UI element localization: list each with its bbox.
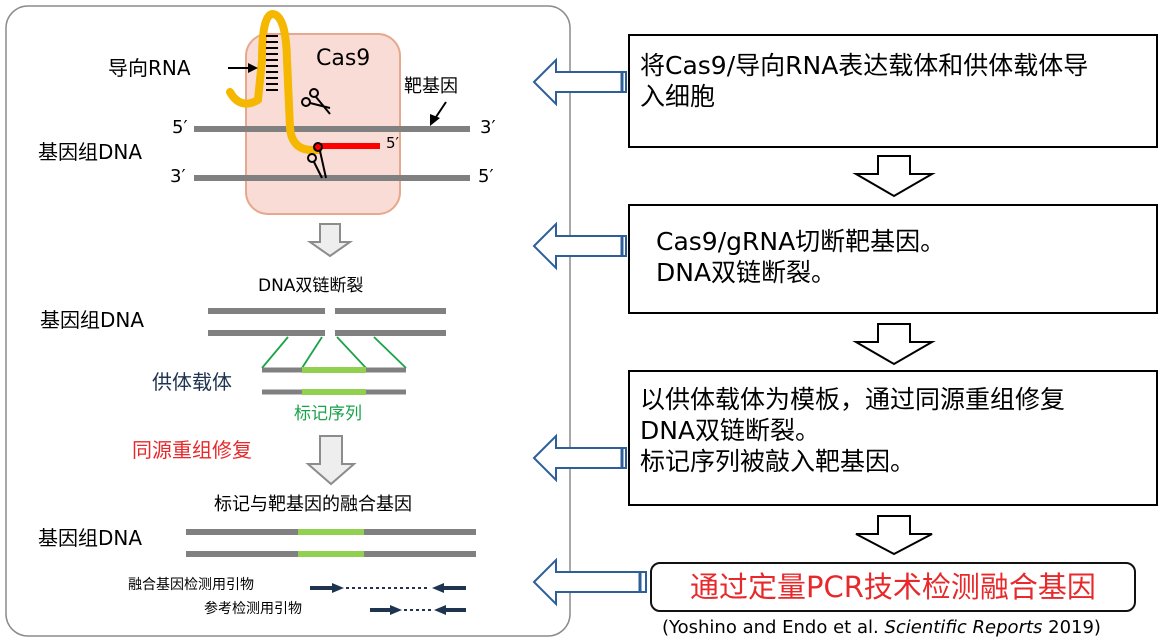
step-2-line-2: DNA双链断裂。 — [656, 258, 837, 287]
reference-primer-pair — [370, 605, 466, 615]
step-down-arrow-3 — [855, 515, 933, 556]
final-step-box: 通过定量PCR技术检测融合基因 — [650, 562, 1136, 612]
citation-year: 2019) — [1042, 617, 1101, 638]
step-connector-arrow-3 — [532, 433, 627, 483]
fusion-primer-pair — [310, 583, 466, 593]
donor-vector-label: 供体载体 — [152, 370, 232, 394]
hdr-label: 同源重组修复 — [132, 438, 252, 462]
strand-end-label-5prime-cut: 5′ — [386, 134, 399, 152]
target-gene-pointer-arrow — [430, 101, 447, 126]
step-3-line-3: 标记序列被敲入靶基因。 — [640, 447, 916, 476]
target-gene-label: 靶基因 — [404, 76, 458, 97]
broken-dna-strands — [208, 308, 446, 336]
step-1-line-2: 入细胞 — [640, 82, 716, 111]
marker-sequence-label: 标记序列 — [294, 404, 362, 424]
guide-rna-pointer-arrow — [228, 63, 258, 73]
citation-authors: (Yoshino and Endo et al. — [662, 617, 885, 638]
guide-rna-base-pairs — [266, 35, 278, 91]
left-panel-frame — [5, 5, 571, 637]
homology-links — [261, 336, 407, 369]
genomic-dna-label-2: 基因组DNA — [40, 308, 145, 332]
step-box-3: 以供体载体为模板，通过同源重组修复 DNA双链断裂。 标记序列被敲入靶基因。 — [628, 370, 1158, 506]
step-3-line-1: 以供体载体为模板，通过同源重组修复 — [640, 385, 1066, 414]
guide-rna-strand — [226, 10, 322, 154]
scissors-icon-top — [301, 88, 331, 115]
down-arrow-gray-1 — [306, 223, 354, 258]
dsb-label: DNA双链断裂 — [258, 276, 364, 296]
scissors-icon-bottom — [307, 142, 327, 179]
strand-end-label-3prime-top-right: 3′ — [480, 117, 496, 138]
strand-end-label-3prime-bottom-left: 3′ — [170, 166, 186, 187]
step-connector-arrow-2 — [532, 221, 627, 271]
genomic-dna-label-1: 基因组DNA — [38, 140, 143, 164]
cas9-label: Cas9 — [316, 46, 371, 71]
fusion-gene-dna — [186, 529, 476, 557]
step-connector-arrow-1 — [532, 57, 627, 107]
step-down-arrow-1 — [852, 155, 936, 198]
fusion-gene-label: 标记与靶基因的融合基因 — [214, 494, 412, 515]
step-box-2: Cas9/gRNA切断靶基因。 DNA双链断裂。 — [628, 204, 1158, 314]
citation: (Yoshino and Endo et al. Scientific Repo… — [662, 617, 1101, 638]
strand-end-label-5prime-top-left: 5′ — [172, 117, 188, 138]
citation-journal: Scientific Reports — [884, 617, 1043, 638]
step-3-line-2: DNA双链断裂。 — [640, 416, 821, 445]
step-connector-arrow-4 — [532, 557, 647, 607]
fusion-primer-label: 融合基因检测用引物 — [128, 577, 254, 593]
step-1-line-1: 将Cas9/导向RNA表达载体和供体载体导 — [640, 51, 1089, 80]
genomic-dna-label-3: 基因组DNA — [38, 526, 143, 550]
step-2-line-1: Cas9/gRNA切断靶基因。 — [656, 227, 946, 256]
reference-primer-label: 参考检测用引物 — [204, 601, 302, 617]
donor-vector — [262, 367, 406, 395]
final-step-text: 通过定量PCR技术检测融合基因 — [690, 569, 1096, 604]
strand-end-label-5prime-bottom-right: 5′ — [478, 166, 494, 187]
down-arrow-gray-2 — [305, 435, 357, 486]
step-box-1: 将Cas9/导向RNA表达载体和供体载体导 入细胞 — [628, 34, 1158, 148]
guide-rna-label: 导向RNA — [108, 56, 191, 80]
step-down-arrow-2 — [852, 323, 936, 366]
